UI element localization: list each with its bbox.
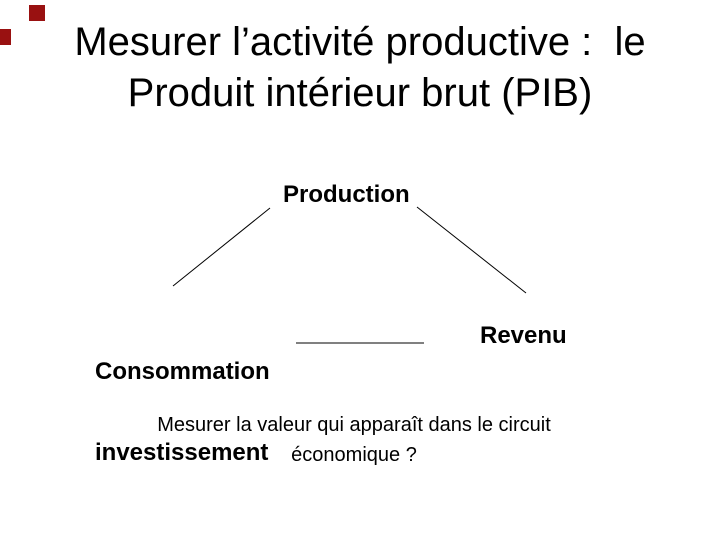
question-text: Mesurer la valeur qui apparaît dans le c… <box>0 410 708 470</box>
slide-title: Mesurer l’activité productive : le Produ… <box>0 17 720 119</box>
decor-red-square-left <box>0 29 11 45</box>
node-revenu: Revenu <box>480 322 567 349</box>
question-line1: Mesurer la valeur qui apparaît dans le c… <box>157 414 551 436</box>
slide-title-line1: Mesurer l’activité productive : le <box>74 20 646 64</box>
node-consommation-line2: investissement <box>95 439 269 466</box>
node-consommation-line1: Consommation <box>95 358 270 385</box>
node-consommation-investissement: Consommation investissement <box>95 304 270 520</box>
node-production: Production <box>283 181 410 208</box>
slide-title-line2: Produit intérieur brut (PIB) <box>127 71 593 115</box>
question-line2: économique ? <box>291 444 417 466</box>
edge-production-to-consommation <box>172 207 271 287</box>
edge-production-to-revenu <box>416 206 527 294</box>
decor-red-square-top <box>29 5 45 21</box>
